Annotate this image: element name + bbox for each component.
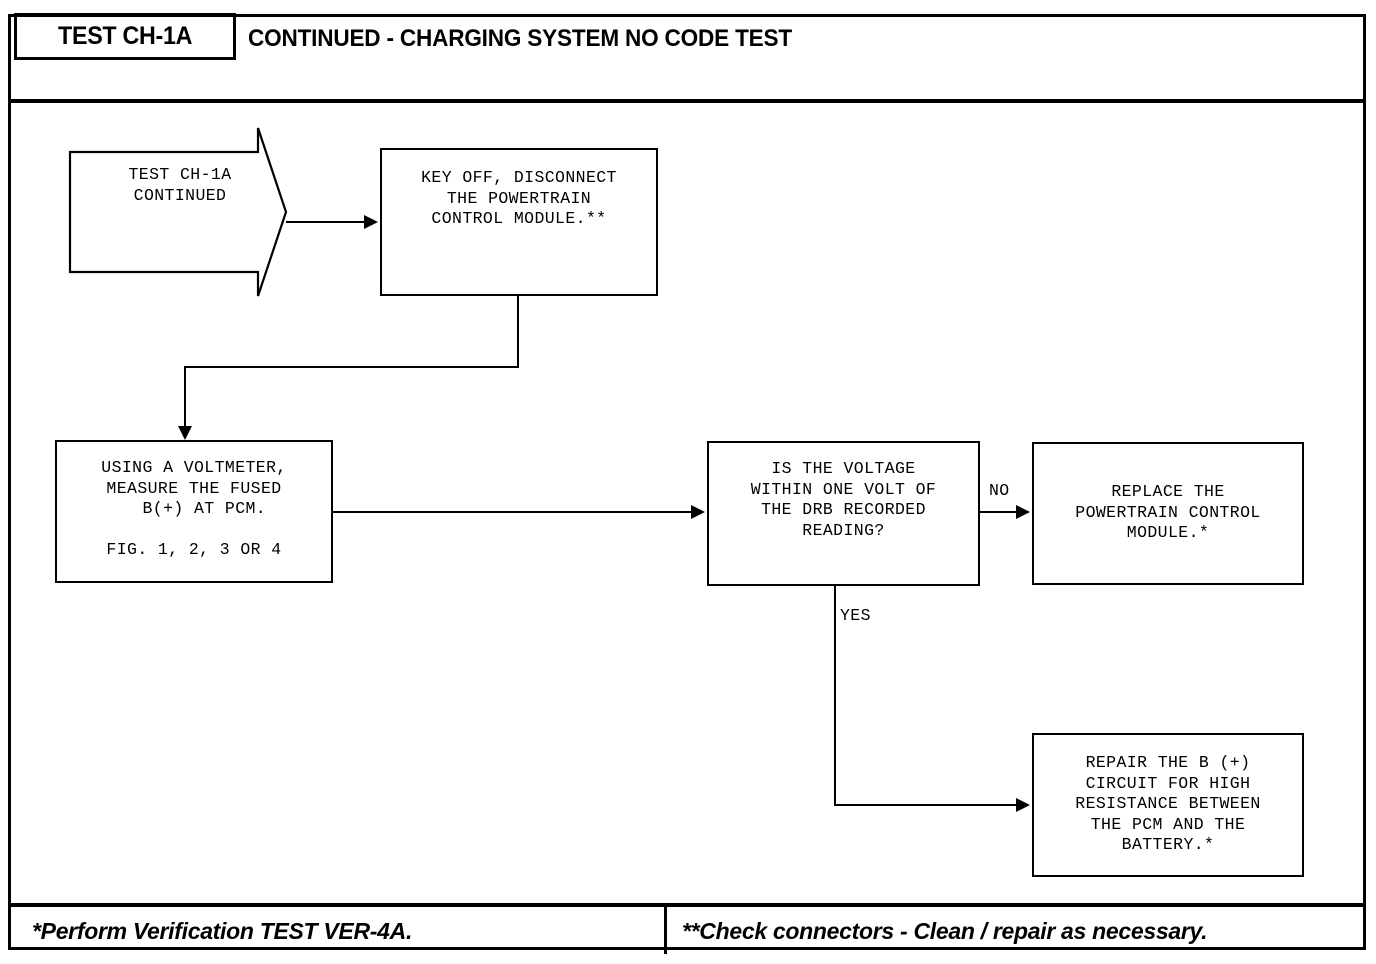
arrowhead-replace bbox=[1016, 505, 1030, 519]
arrowhead-repair bbox=[1016, 798, 1030, 812]
node-repair-circuit: REPAIR THE B (+) CIRCUIT FOR HIGH RESIST… bbox=[1032, 733, 1304, 877]
node-replace-pcm-text: REPLACE THE POWERTRAIN CONTROL MODULE.* bbox=[1075, 482, 1261, 542]
node-measure-voltage: USING A VOLTMETER, MEASURE THE FUSED B(+… bbox=[55, 440, 333, 583]
arrowhead-keyoff bbox=[364, 215, 378, 229]
arrowhead-decision bbox=[691, 505, 705, 519]
footer-note-connectors: **Check connectors - Clean / repair as n… bbox=[682, 917, 1208, 944]
node-key-off-disconnect: KEY OFF, DISCONNECT THE POWERTRAIN CONTR… bbox=[380, 148, 658, 296]
conn-voltmeter-to-decision bbox=[333, 511, 693, 513]
conn-start-to-keyoff bbox=[286, 221, 366, 223]
node-voltage-question-text: IS THE VOLTAGE WITHIN ONE VOLT OF THE DR… bbox=[750, 459, 937, 540]
header-band: TEST CH-1A CONTINUED - CHARGING SYSTEM N… bbox=[8, 13, 1366, 103]
node-key-off-text: KEY OFF, DISCONNECT THE POWERTRAIN CONTR… bbox=[421, 168, 617, 228]
footer-band: *Perform Verification TEST VER-4A. **Che… bbox=[8, 903, 1366, 954]
conn-decision-yes-down bbox=[834, 586, 836, 805]
node-measure-voltage-text: USING A VOLTMETER, MEASURE THE FUSED B(+… bbox=[101, 458, 287, 559]
start-block-arrow-label: TEST CH-1A CONTINUED bbox=[128, 165, 232, 205]
conn-keyoff-down bbox=[517, 296, 519, 368]
node-voltage-question: IS THE VOLTAGE WITHIN ONE VOLT OF THE DR… bbox=[707, 441, 980, 586]
edge-label-no: NO bbox=[989, 481, 1010, 500]
footer-note-verification: *Perform Verification TEST VER-4A. bbox=[32, 917, 413, 944]
node-replace-pcm: REPLACE THE POWERTRAIN CONTROL MODULE.* bbox=[1032, 442, 1304, 585]
conn-decision-no bbox=[980, 511, 1018, 513]
conn-keyoff-left bbox=[184, 366, 519, 368]
conn-down-to-voltmeter bbox=[184, 366, 186, 428]
test-id-label: TEST CH-1A bbox=[57, 22, 193, 50]
test-id-box: TEST CH-1A bbox=[14, 13, 236, 60]
page-frame bbox=[8, 14, 1366, 950]
edge-label-yes: YES bbox=[840, 606, 871, 625]
node-repair-circuit-text: REPAIR THE B (+) CIRCUIT FOR HIGH RESIST… bbox=[1075, 753, 1261, 854]
start-block-arrow: TEST CH-1A CONTINUED bbox=[68, 126, 288, 298]
conn-yes-right bbox=[834, 804, 1018, 806]
page-title: CONTINUED - CHARGING SYSTEM NO CODE TEST bbox=[248, 25, 792, 52]
footer-divider bbox=[664, 907, 667, 954]
block-arrow-shape bbox=[68, 127, 288, 297]
arrowhead-voltmeter bbox=[178, 426, 192, 440]
